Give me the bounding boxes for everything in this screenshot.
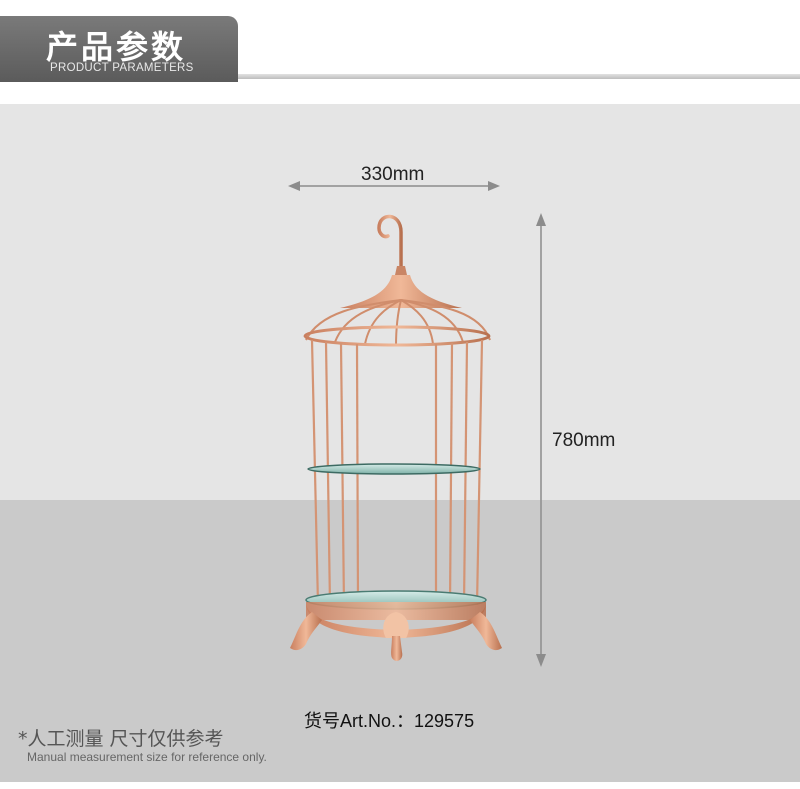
height-dimension-label: 780mm — [552, 430, 616, 451]
width-dimension-label: 330mm — [361, 164, 425, 185]
measurement-note-en: Manual measurement size for reference on… — [27, 750, 267, 764]
height-dimension-arrow — [536, 213, 546, 667]
measurement-note-cn: *人工测量 尺寸仅供参考 — [18, 728, 224, 750]
article-number: 货号Art.No.：129575 — [304, 711, 475, 731]
section-title: 产品参数 — [46, 28, 187, 66]
header-divider — [238, 74, 800, 79]
birdcage-stand-image — [290, 214, 502, 661]
section-subtitle: PRODUCT PARAMETERS — [50, 62, 194, 74]
width-dimension-arrow — [288, 181, 500, 191]
header-tab — [0, 16, 238, 82]
